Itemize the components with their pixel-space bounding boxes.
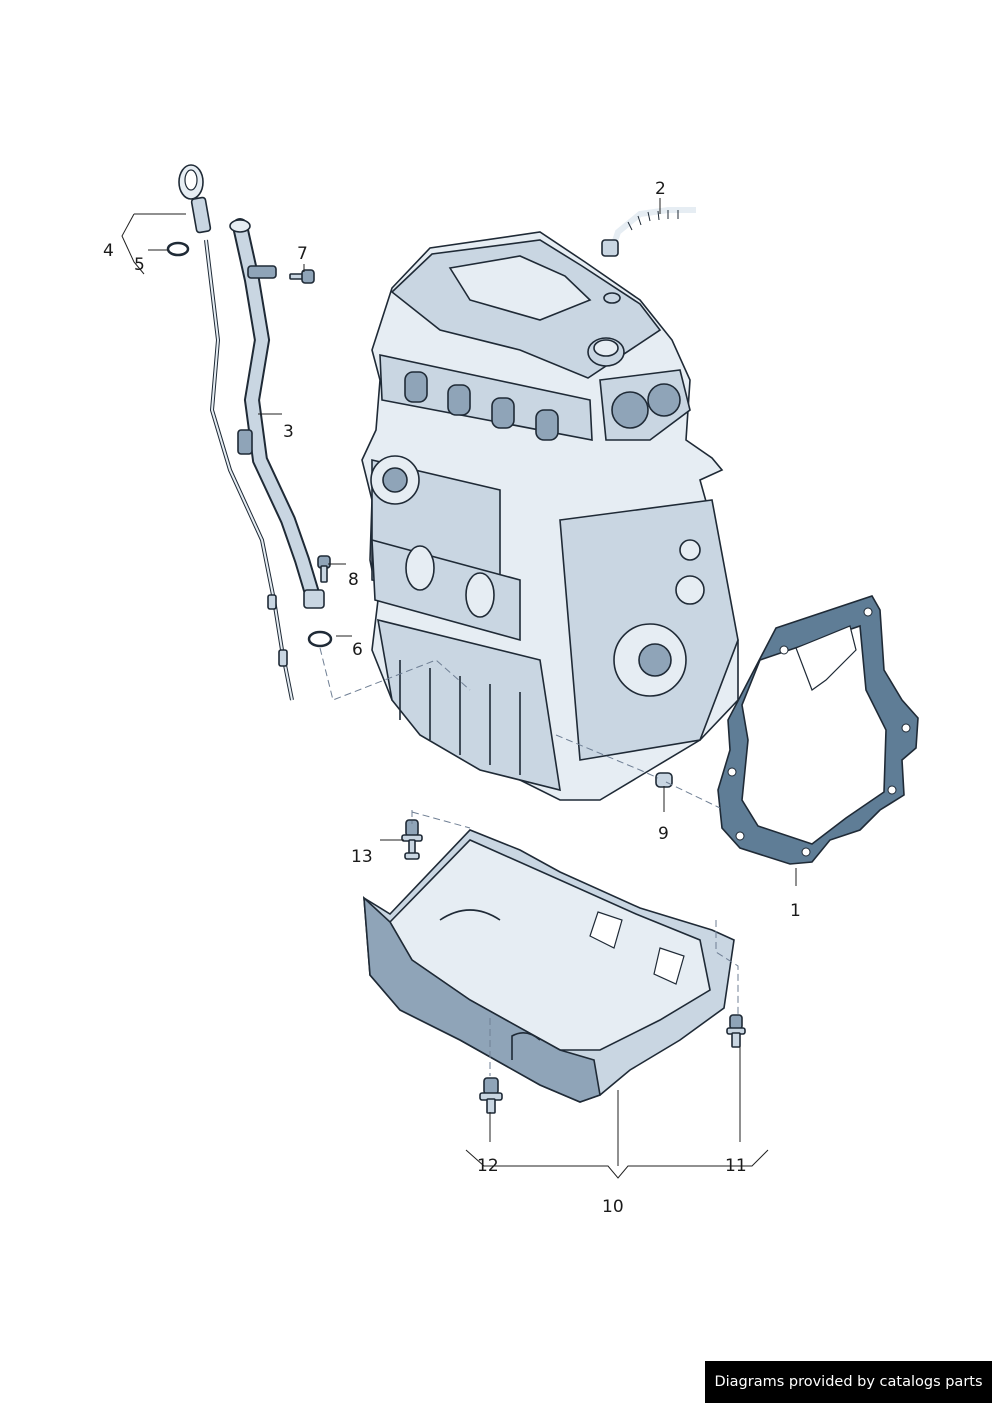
engine-block <box>361 231 739 801</box>
clip-12 <box>479 1077 503 1114</box>
callout-13: 13 <box>351 847 373 867</box>
callout-6: 6 <box>352 640 363 660</box>
gasket-1 <box>717 595 919 865</box>
seal-ring-5 <box>166 241 190 257</box>
callout-1: 1 <box>790 901 801 921</box>
breather-hose <box>601 207 696 304</box>
seal-ring-6 <box>307 630 333 648</box>
clip-13 <box>401 819 423 860</box>
callout-2: 2 <box>655 179 666 199</box>
bolt-7 <box>289 269 315 284</box>
under-tray-10 <box>363 829 735 1103</box>
callout-7: 7 <box>297 244 308 264</box>
callout-12: 12 <box>477 1156 499 1176</box>
callout-3: 3 <box>283 422 294 442</box>
reference-lines <box>319 647 739 1076</box>
callout-9: 9 <box>658 824 669 844</box>
callout-10: 10 <box>602 1197 624 1217</box>
bolt-8 <box>317 555 331 583</box>
clip-11 <box>726 1014 746 1048</box>
credit-banner: Diagrams provided by catalogs parts <box>705 1361 992 1403</box>
dipstick-guide-tube <box>229 218 325 609</box>
credit-text: Diagrams provided by catalogs parts <box>714 1374 983 1390</box>
oil-dipstick <box>178 164 294 701</box>
callout-4: 4 <box>103 241 114 261</box>
callout-labels: 1 2 3 4 5 6 7 8 9 10 11 12 13 <box>103 179 801 1217</box>
callout-8: 8 <box>348 570 359 590</box>
callout-5: 5 <box>134 255 145 275</box>
leader-lines <box>121 198 797 1179</box>
callout-11: 11 <box>725 1156 747 1176</box>
